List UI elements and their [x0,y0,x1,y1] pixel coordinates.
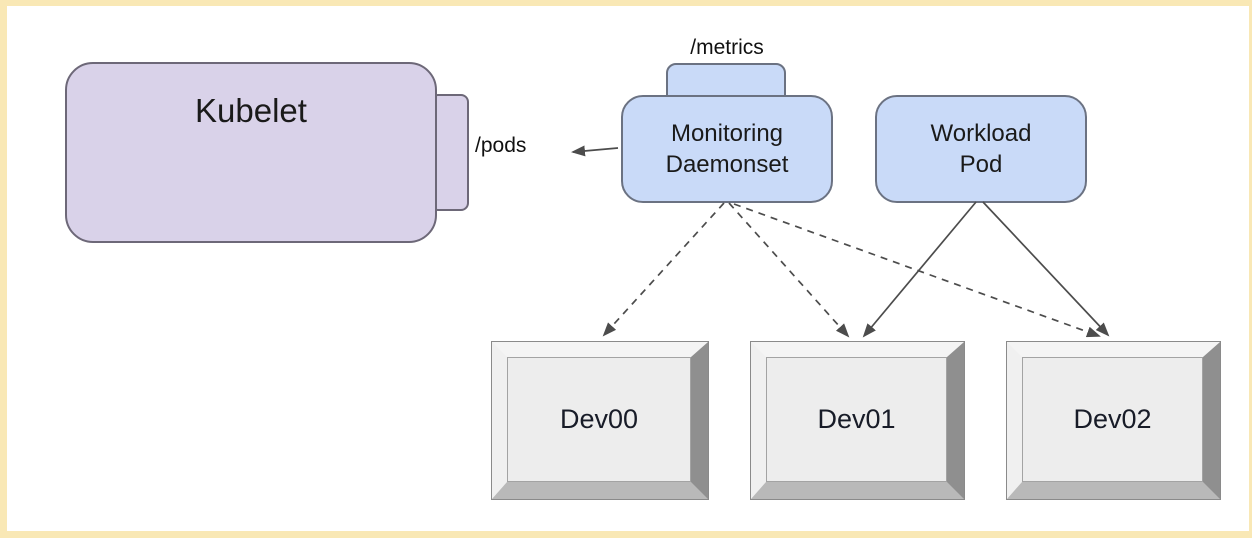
monitoring-daemonset-node: Monitoring Daemonset [621,95,833,203]
metrics-endpoint-label: /metrics [690,36,764,59]
workload-pod-label: Workload Pod [931,118,1032,180]
device-face: Dev00 [507,357,691,482]
workload-label-line1: Workload [930,120,1032,147]
monitoring-label-line2: Daemonset [665,151,789,178]
edge-monitoring-daemonset-to-pods-endpoint [571,145,619,157]
device-node-dev02: Dev02 [1007,342,1220,499]
kubelet-label: Kubelet [195,92,307,129]
device-node-dev00: Dev00 [492,342,708,499]
edge-monitoring-daemonset-to-dev00 [602,202,725,337]
edge-monitoring-daemonset-to-dev02 [733,203,1101,338]
device-label: Dev00 [559,404,639,434]
device-label: Dev02 [1073,404,1152,434]
monitoring-daemonset-label: Monitoring Daemonset [666,118,789,180]
device-face: Dev01 [766,357,947,482]
workload-label-line2: Pod [959,151,1003,178]
device-node-dev01: Dev01 [751,342,964,499]
device-face: Dev02 [1022,357,1203,482]
pods-endpoint-label: /pods [475,134,527,157]
workload-pod-node: Workload Pod [875,95,1087,203]
device-label: Dev01 [817,404,896,434]
kubelet-node: Kubelet [65,62,437,243]
edge-monitoring-daemonset-to-dev01 [728,202,850,338]
edge-workload-pod-to-dev01 [862,201,977,338]
monitoring-label-line1: Monitoring [670,120,784,147]
edge-workload-pod-to-dev02 [982,201,1110,337]
